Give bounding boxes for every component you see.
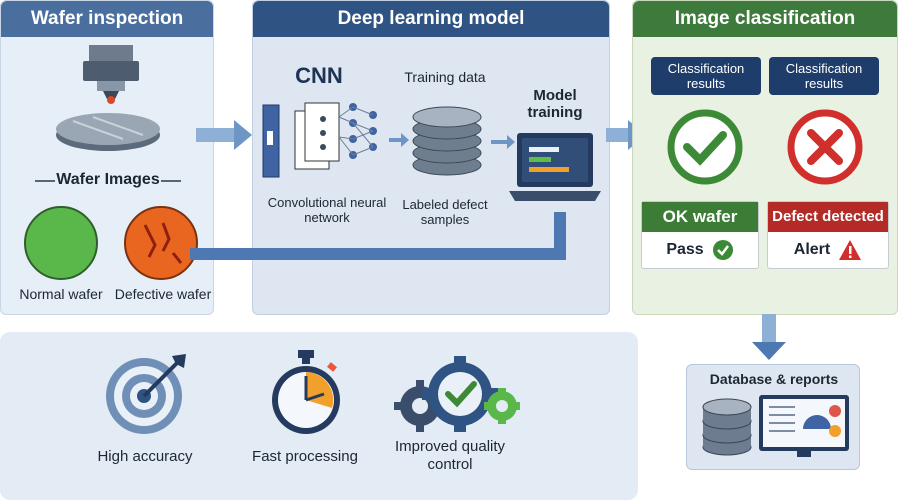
feedback-connector-path: [190, 212, 566, 260]
defect-detected-title: Defect detected: [768, 202, 888, 232]
cnn-network-icon: [262, 102, 377, 178]
cross-circle-icon: [787, 109, 863, 185]
training-data-stack-icon: [412, 106, 482, 176]
flow-arrow-wafer-to-model: [196, 120, 252, 150]
deep-learning-panel: Deep learning model CNN Convolutional ne…: [252, 0, 610, 315]
ok-wafer-status: Pass: [642, 232, 758, 268]
report-monitor-icon: [759, 395, 849, 457]
benefits-panel: High accuracy Fast processing: [0, 332, 638, 500]
benefit-label-improved-quality-control: Improved quality control: [394, 438, 506, 473]
ok-wafer-result-card: OK wafer Pass: [641, 201, 759, 269]
wafer-images-heading: Wafer Images: [56, 171, 160, 188]
defect-alert-status: Alert: [768, 232, 888, 268]
normal-wafer-label: Normal wafer: [19, 286, 103, 302]
deep-learning-title: Deep learning model: [253, 1, 609, 37]
database-reports-title: Database & reports: [709, 371, 839, 387]
wafer-inspection-title: Wafer inspection: [1, 1, 213, 37]
pass-label: Pass: [666, 241, 704, 258]
flow-arrow-classification-to-database: [752, 314, 786, 360]
wafer-images-divider-left: [35, 180, 55, 182]
alert-label: Alert: [793, 241, 831, 258]
warning-triangle-icon: [839, 240, 862, 260]
benefit-label-fast-processing: Fast processing: [252, 448, 358, 465]
target-icon: [106, 354, 186, 434]
cnn-caption: Convolutional neural network: [267, 195, 387, 225]
image-classification-panel: Image classification Classification resu…: [632, 0, 898, 315]
wafer-inspection-panel: Wafer inspection Wafer Images Normal waf…: [0, 0, 214, 315]
normal-wafer-icon: [24, 206, 98, 280]
inspection-camera-icon: [83, 45, 139, 104]
image-classification-title: Image classification: [633, 1, 897, 37]
defective-wafer-label: Defective wafer: [114, 286, 212, 302]
defective-wafer-icon: [124, 206, 198, 280]
labeled-samples-caption: Labeled defect samples: [402, 197, 488, 227]
flow-arrow-cnn-to-data: [389, 133, 409, 147]
check-circle-icon: [667, 109, 743, 185]
wafer-images-divider-right: [161, 180, 181, 182]
database-server-icon: [702, 398, 752, 456]
training-data-label: Training data: [404, 69, 486, 85]
defect-detected-result-card: Defect detected Alert: [767, 201, 889, 269]
database-reports-panel: Database & reports: [686, 364, 860, 470]
laptop-icon: [509, 133, 601, 201]
stopwatch-icon: [272, 350, 340, 434]
benefit-label-high-accuracy: High accuracy: [97, 448, 193, 465]
cnn-label: CNN: [295, 63, 343, 88]
ok-wafer-title: OK wafer: [642, 202, 758, 232]
gears-check-icon: [394, 356, 520, 432]
model-training-label: Model training: [527, 87, 583, 121]
classification-results-label-left: Classification results: [651, 57, 761, 95]
flow-arrow-data-to-training: [491, 135, 515, 149]
wafer-disc-icon: [56, 113, 160, 151]
pass-check-icon: [712, 240, 733, 260]
classification-results-label-right: Classification results: [769, 57, 879, 95]
